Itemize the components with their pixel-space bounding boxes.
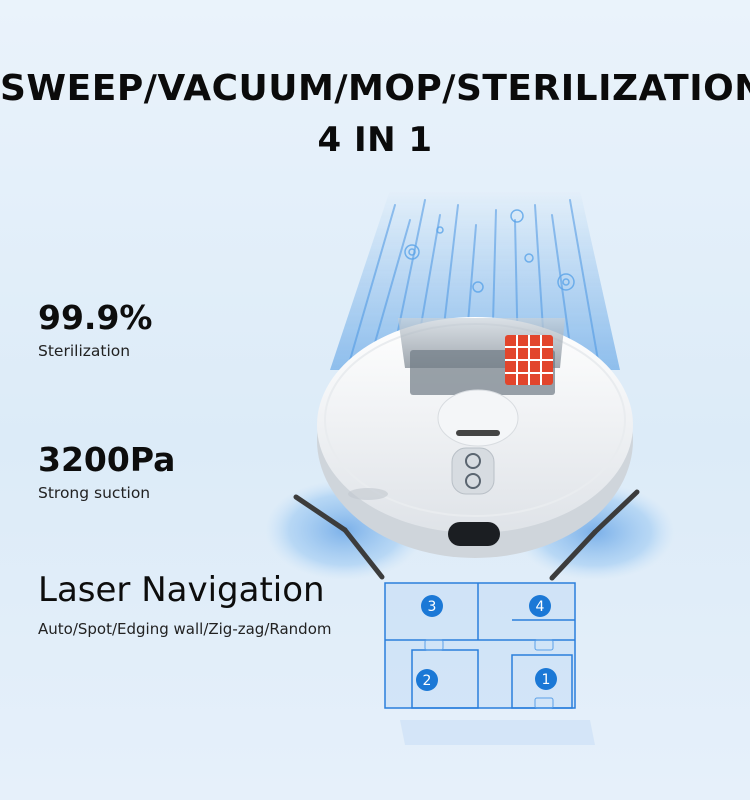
power-icon (465, 453, 481, 469)
filter-icon (505, 335, 553, 385)
feature-laser-navigation: Laser Navigation Auto/Spot/Edging wall/Z… (38, 570, 332, 638)
map-room-1: 1 (542, 672, 551, 688)
feature-value: 99.9% (38, 298, 153, 337)
feature-value: Laser Navigation (38, 570, 325, 610)
headline-line-1: SWEEP/VACUUM/MOP/STERILIZATION (0, 68, 750, 109)
feature-value: 3200Pa (38, 440, 176, 479)
feature-label: Sterilization (38, 342, 131, 360)
home-icon (465, 473, 481, 489)
headline-line-2: 4 IN 1 (317, 120, 433, 160)
feature-suction: 3200Pa Strong suction (38, 440, 175, 502)
map-room-3: 3 (428, 599, 437, 615)
floor-map: 3 4 2 1 (384, 582, 595, 745)
map-room-2: 2 (423, 673, 432, 689)
map-room-badges (416, 595, 557, 691)
control-panel (451, 447, 495, 495)
feature-label: Strong suction (38, 484, 151, 502)
feature-label: Auto/Spot/Edging wall/Zig-zag/Random (38, 620, 332, 638)
map-room-4: 4 (536, 599, 545, 615)
robot-body (317, 317, 633, 558)
feature-sterilization: 99.9% Sterilization (38, 298, 153, 360)
